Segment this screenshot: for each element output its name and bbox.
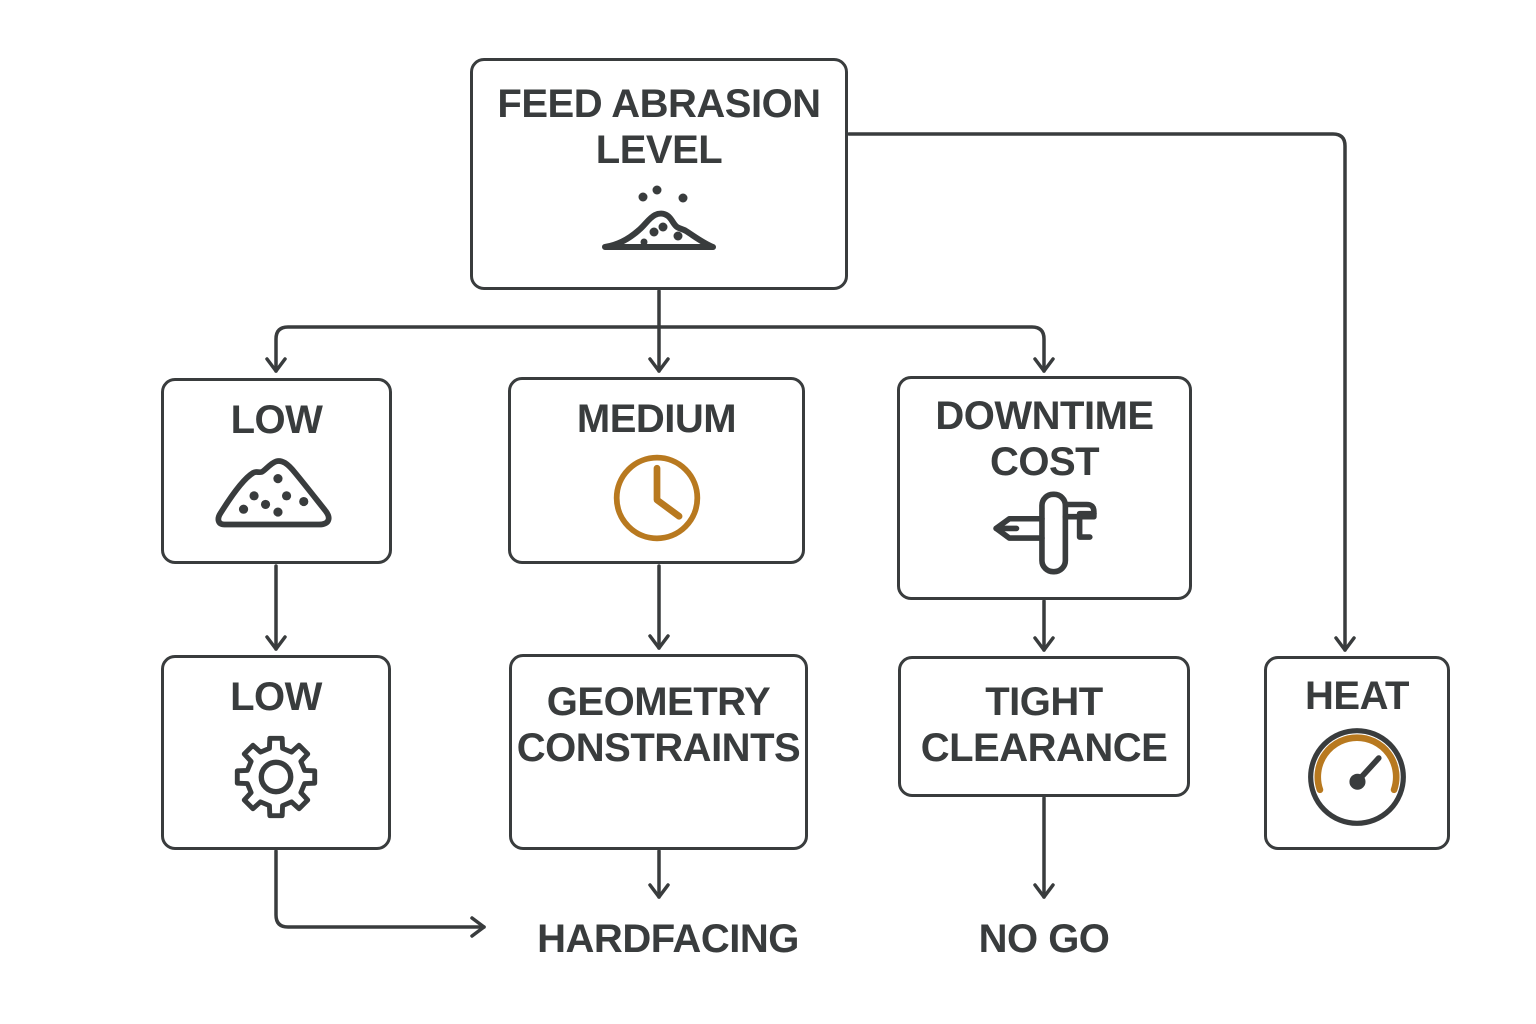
node-feed-abrasion-level: FEED ABRASION LEVEL (470, 58, 848, 290)
node-medium: MEDIUM (508, 377, 805, 564)
node-title: TIGHT CLEARANCE (920, 680, 1168, 770)
edge-root-branch-low-downtime (265, 325, 1055, 373)
node-low-outcome: LOW (161, 655, 391, 850)
outcome-no-go: NO GO (978, 917, 1110, 961)
sand-pile-icon (602, 185, 716, 250)
node-geometry-constraints: GEOMETRY CONSTRAINTS (509, 654, 808, 850)
edge-low-outcome-to-hardfacing (274, 849, 486, 938)
node-title: HEAT (1305, 674, 1409, 718)
node-heat: HEAT (1264, 656, 1450, 850)
node-title: DOWNTIME COST (935, 394, 1154, 484)
node-downtime-cost: DOWNTIME COST (897, 376, 1192, 600)
sand-heap-icon (215, 458, 332, 528)
gauge-icon (1308, 728, 1406, 826)
node-tight-clearance: TIGHT CLEARANCE (898, 656, 1190, 797)
outcome-hardfacing: HARDFACING (537, 917, 799, 961)
node-title: LOW (230, 398, 323, 442)
node-low: LOW (161, 378, 392, 564)
node-title: MEDIUM (576, 397, 737, 441)
node-title: GEOMETRY CONSTRAINTS (516, 680, 801, 770)
node-title: FEED ABRASION LEVEL (497, 82, 821, 172)
gear-icon (234, 735, 318, 819)
clock-icon (613, 454, 700, 542)
caliper-icon (992, 491, 1097, 575)
node-title: LOW (230, 675, 322, 719)
